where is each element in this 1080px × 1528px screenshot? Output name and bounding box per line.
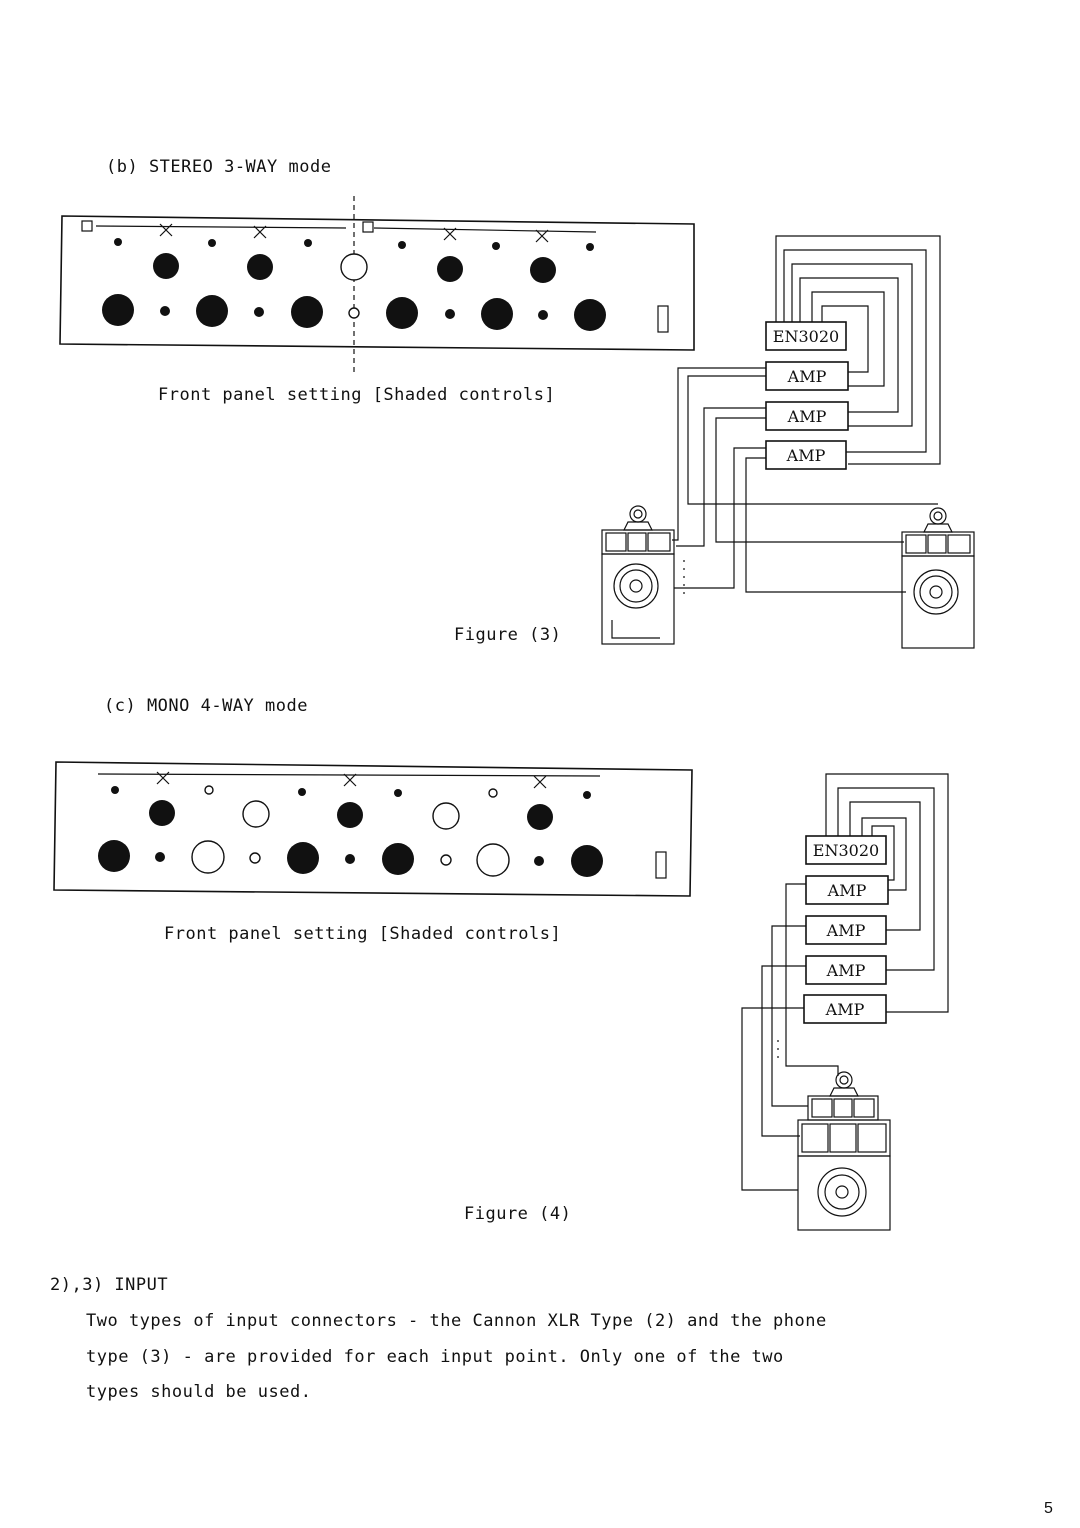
power-switch: [657, 305, 669, 333]
en3020-label: EN3020: [813, 841, 879, 860]
input-line: Two types of input connectors - the Cann…: [86, 1311, 827, 1331]
page-number: 5: [1044, 1500, 1054, 1517]
amp-label: AMP: [786, 446, 826, 465]
speaker-mono: [797, 1071, 891, 1231]
input-line: types should be used.: [86, 1382, 312, 1402]
input-line: type (3) - are provided for each input p…: [86, 1347, 784, 1367]
amp-box: [803, 994, 887, 1024]
en3020-box: [765, 321, 847, 351]
amp-label: AMP: [787, 407, 827, 426]
en3020-box: [805, 835, 887, 865]
system-diagram-stereo: EN3020 AMP AMP AMP: [601, 235, 975, 649]
front-panel-mono: [53, 761, 693, 897]
front-panel-stereo: [59, 196, 695, 372]
system-diagram-mono: EN3020 AMP AMP AMP AMP: [741, 773, 949, 1231]
amp-label: AMP: [827, 881, 867, 900]
amp-label: AMP: [826, 921, 866, 940]
amp-label: AMP: [826, 961, 866, 980]
speaker-left: [601, 505, 675, 645]
en3020-label: EN3020: [773, 327, 839, 346]
amp-box: [765, 401, 849, 431]
figure-3-label: Figure (3): [454, 625, 562, 645]
panel-caption-c: Front panel setting [Shaded controls]: [164, 924, 562, 944]
amp-box: [765, 440, 847, 470]
section-c-heading: (c) MONO 4-WAY mode: [104, 696, 308, 716]
power-switch: [655, 851, 667, 879]
channel-1-marker: [81, 220, 93, 232]
amp-label: AMP: [787, 367, 827, 386]
panel-caption-b: Front panel setting [Shaded controls]: [158, 385, 556, 405]
figure-4-label: Figure (4): [464, 1204, 572, 1224]
channel-2-marker: [362, 221, 374, 233]
section-b-heading: (b) STEREO 3-WAY mode: [106, 157, 332, 177]
input-heading: 2),3) INPUT: [50, 1275, 169, 1295]
amp-label: AMP: [825, 1000, 865, 1019]
speaker-right: [901, 507, 975, 649]
